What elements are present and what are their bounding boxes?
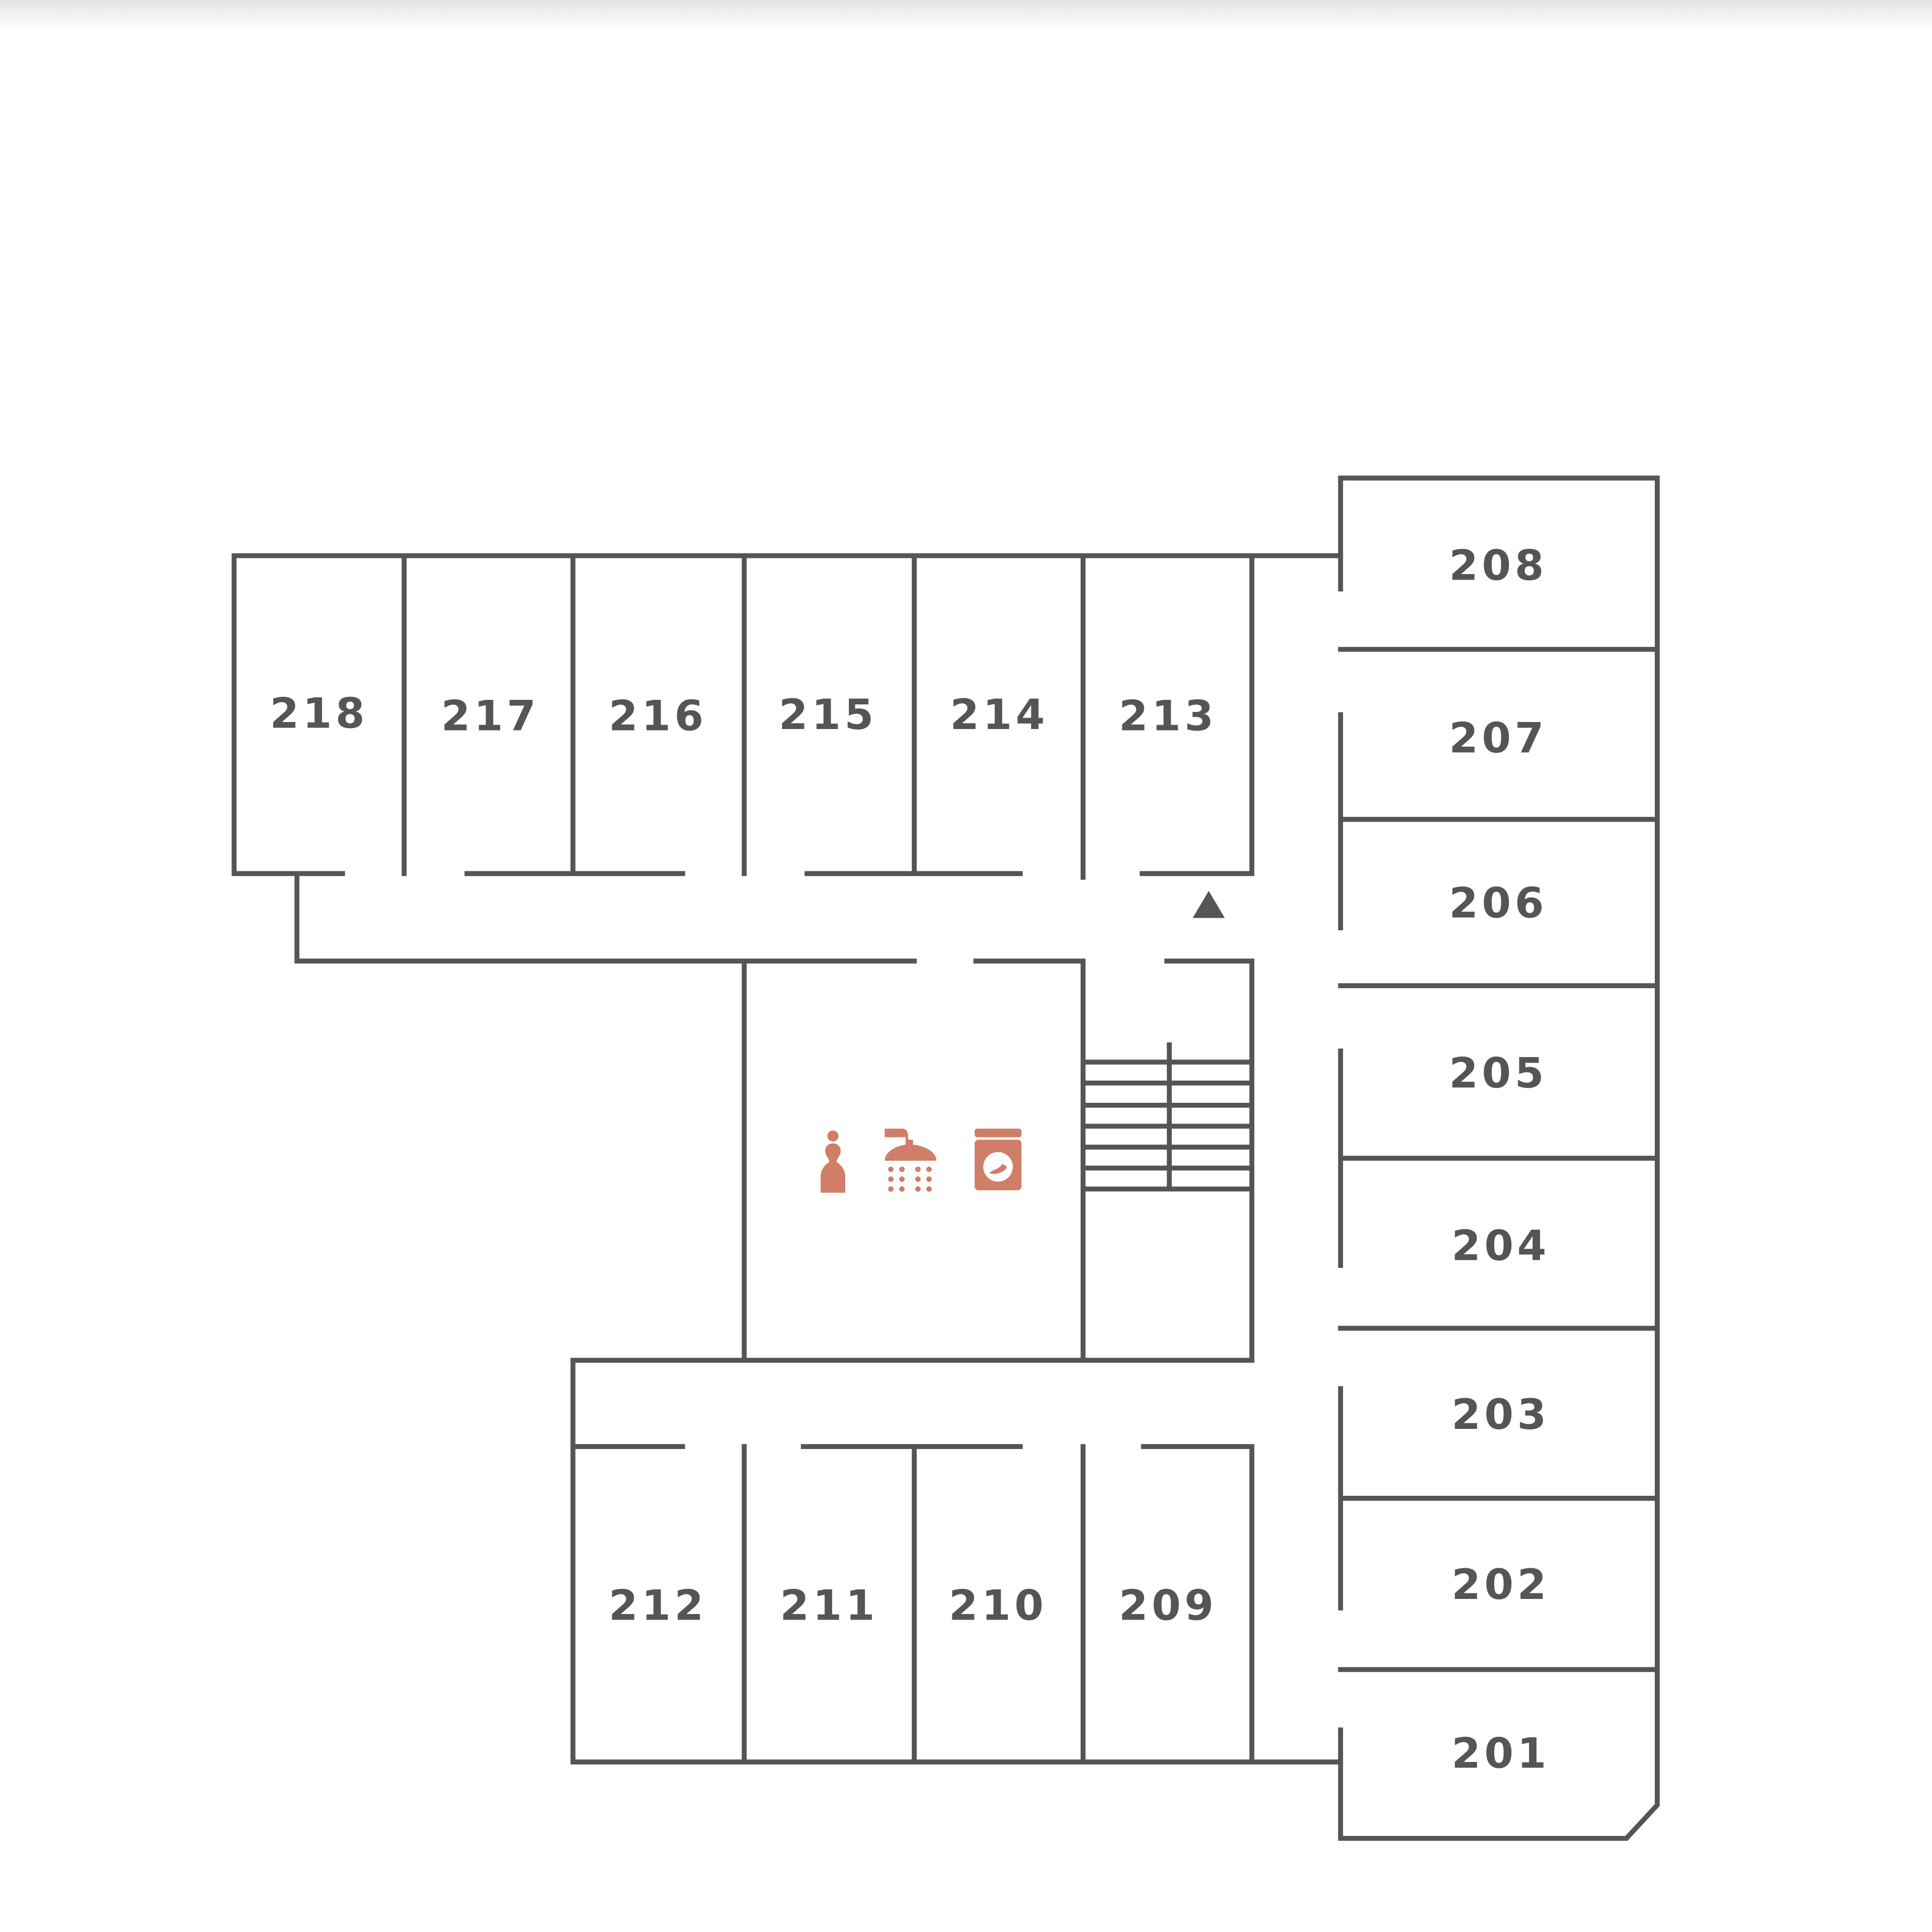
room-215[interactable]: 215 bbox=[779, 690, 877, 739]
room-204[interactable]: 204 bbox=[1452, 1221, 1550, 1270]
room-212[interactable]: 212 bbox=[609, 1581, 707, 1630]
room-206[interactable]: 206 bbox=[1449, 879, 1548, 928]
shower-icon bbox=[884, 1129, 937, 1192]
room-205[interactable]: 205 bbox=[1449, 1049, 1548, 1098]
room-216[interactable]: 216 bbox=[609, 691, 707, 740]
stairs bbox=[1083, 1042, 1252, 1192]
room-207[interactable]: 207 bbox=[1449, 713, 1548, 762]
laundry-icon bbox=[975, 1129, 1022, 1190]
room-211[interactable]: 211 bbox=[780, 1581, 878, 1630]
room-209[interactable]: 209 bbox=[1119, 1581, 1218, 1630]
room-210[interactable]: 210 bbox=[949, 1581, 1048, 1630]
room-203[interactable]: 203 bbox=[1452, 1390, 1550, 1439]
room-202[interactable]: 202 bbox=[1452, 1560, 1550, 1609]
room-labels: 218 217 216 215 214 213 212 211 210 209 … bbox=[270, 541, 1550, 1778]
room-213[interactable]: 213 bbox=[1119, 691, 1218, 740]
room-201[interactable]: 201 bbox=[1452, 1729, 1550, 1778]
elevator-triangle-icon bbox=[1192, 891, 1225, 918]
room-217[interactable]: 217 bbox=[441, 691, 540, 740]
top-shadow bbox=[0, 0, 1932, 30]
restroom-icon bbox=[821, 1130, 845, 1193]
room-218[interactable]: 218 bbox=[270, 689, 368, 738]
room-214[interactable]: 214 bbox=[950, 690, 1049, 739]
room-208[interactable]: 208 bbox=[1449, 541, 1548, 590]
walls bbox=[231, 475, 1660, 1841]
